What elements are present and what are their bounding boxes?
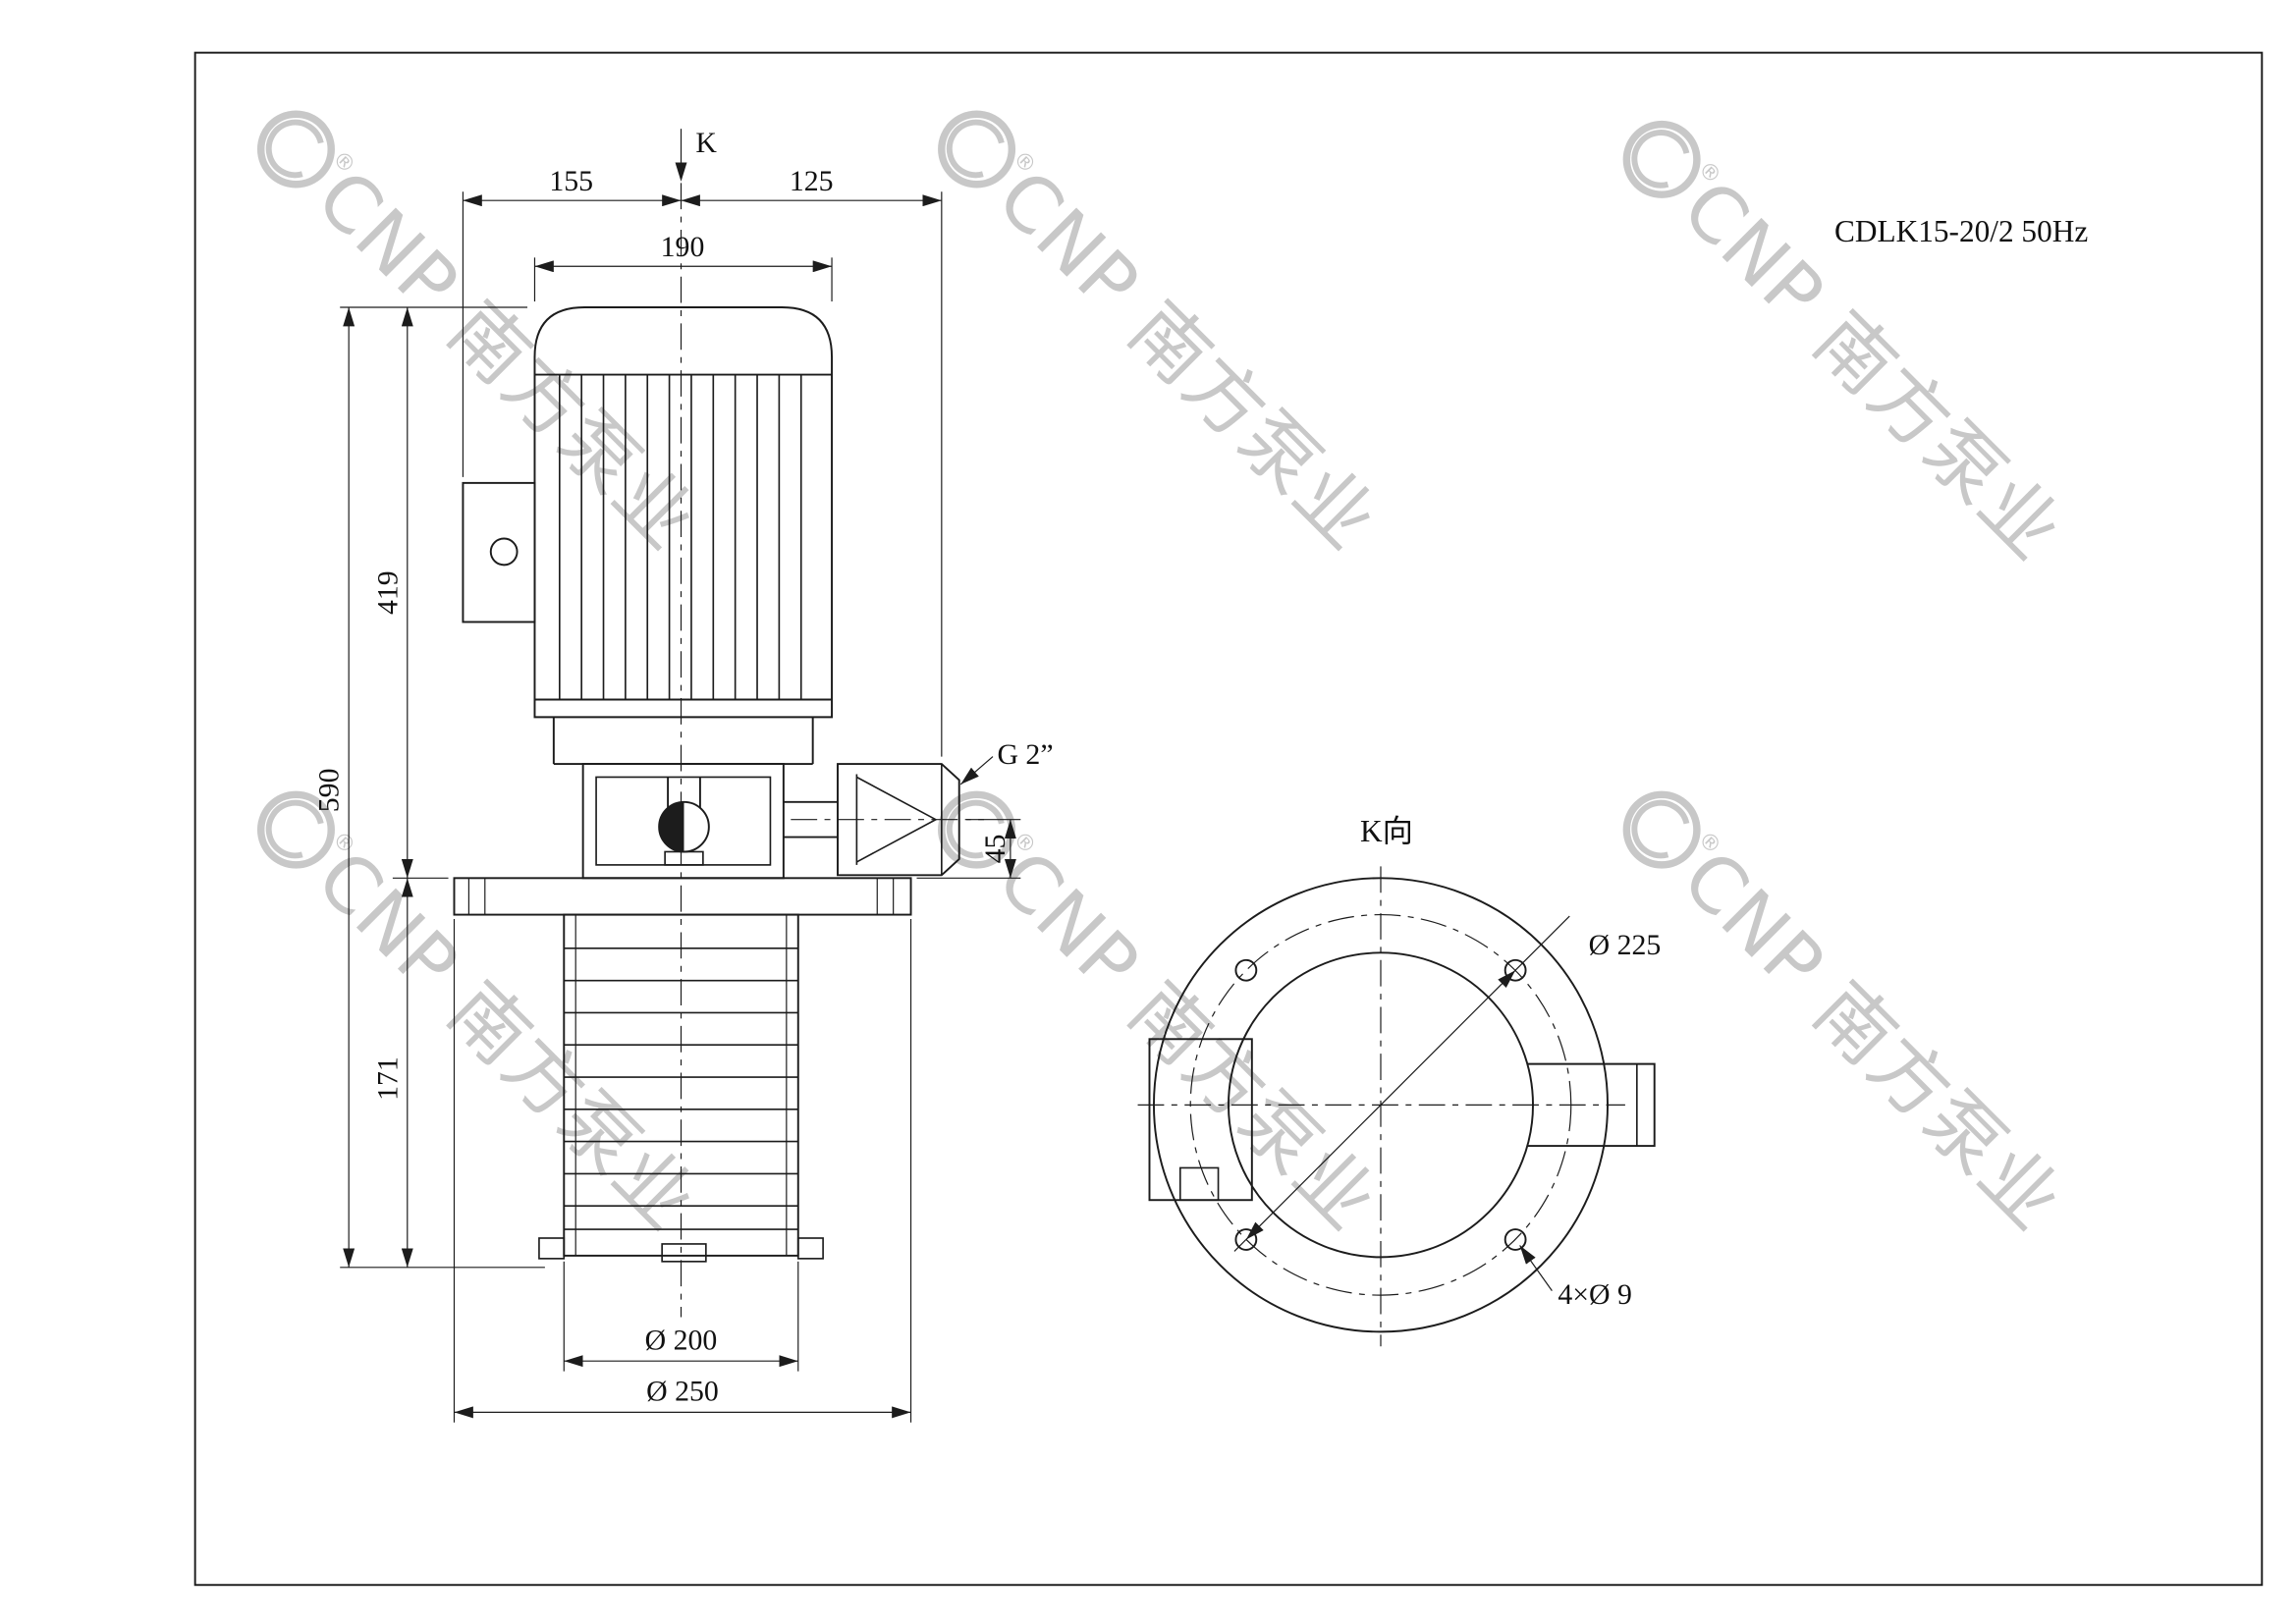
- watermark-brand: CNP 南方泵业: [1666, 835, 2079, 1248]
- dim-590-label: 590: [313, 769, 346, 813]
- watermark: ® CNP 南方泵业: [256, 110, 713, 568]
- watermark-brand: CNP 南方泵业: [300, 154, 713, 568]
- dim-171-label: 171: [371, 1056, 404, 1101]
- cable-entry-hole: [489, 537, 519, 567]
- suction-plug: [661, 1243, 707, 1263]
- watermark-brand: CNP 南方泵业: [980, 835, 1394, 1248]
- cnp-logo-swirl: [265, 119, 324, 179]
- discharge-port-plan: [1527, 1062, 1656, 1148]
- barrel-lugs: [538, 1237, 824, 1263]
- drawing-title: CDLK15-20/2 50Hz: [1834, 214, 2088, 248]
- stage-lines: [564, 947, 798, 1230]
- motor-fins: [558, 374, 802, 700]
- cnp-logo-icon: [256, 110, 335, 189]
- cable-gland: [1178, 1166, 1220, 1202]
- holes-label: 4×Ø 9: [1558, 1278, 1632, 1311]
- k-direction-arrow: K: [675, 127, 717, 182]
- dim-45-label: 45: [979, 835, 1011, 864]
- coupling: [658, 777, 710, 866]
- arrow-down-icon: [675, 162, 687, 182]
- bolt-hole: [1234, 958, 1258, 982]
- discharge-port: [783, 763, 960, 877]
- extension-lines: [340, 191, 1021, 1423]
- motor-body: [533, 306, 834, 719]
- k-arrow-label: K: [695, 127, 717, 159]
- cnp-logo-icon: [256, 790, 335, 869]
- bolt-circle: [1189, 913, 1572, 1296]
- dim-190-label: 190: [661, 231, 705, 263]
- dim-200-label: Ø 200: [645, 1324, 718, 1356]
- cnp-logo-icon: [938, 790, 1016, 869]
- cnp-logo-swirl: [265, 799, 324, 859]
- base-plate: [453, 877, 912, 916]
- port-leader-line: [959, 756, 994, 785]
- center-lines: [680, 183, 985, 1318]
- dim-125-label: 125: [790, 165, 834, 197]
- terminal-box: [462, 481, 536, 623]
- top-view: K向 Ø 225 4×Ø 9: [1137, 814, 1662, 1347]
- watermark-brand: CNP 南方泵业: [300, 835, 713, 1248]
- top-view-dimensions: [1233, 915, 1570, 1291]
- barrel-circle: [1228, 951, 1534, 1259]
- pump-head: [581, 763, 785, 880]
- dim-155-label: 155: [549, 165, 593, 197]
- watermark: ® CNP 南方泵业: [1622, 120, 2079, 577]
- cnp-logo-swirl: [946, 799, 1005, 859]
- cnp-logo-swirl: [1631, 130, 1690, 189]
- side-view: K: [313, 127, 1054, 1423]
- cnp-logo-icon: [1622, 120, 1701, 198]
- cnp-logo-icon: [938, 110, 1016, 189]
- dim-225-label: Ø 225: [1589, 929, 1662, 961]
- watermark: ® CNP 南方泵业: [256, 790, 713, 1248]
- pump-barrel: [538, 913, 824, 1263]
- bolt-hole: [1503, 1228, 1527, 1251]
- holes-leader-line: [1519, 1245, 1553, 1291]
- dim-line-225: [1245, 969, 1516, 1240]
- watermark: ® CNP 南方泵业: [938, 110, 1394, 568]
- flange-outer-circle: [1152, 877, 1609, 1333]
- cnp-logo-swirl: [946, 119, 1005, 179]
- drawing-frame: [193, 51, 2264, 1587]
- cnp-logo-icon: [1622, 790, 1701, 869]
- motor-flange: [552, 717, 814, 766]
- watermark-brand: CNP 南方泵业: [980, 154, 1394, 568]
- dim-250-label: Ø 250: [646, 1375, 719, 1407]
- watermark: ® CNP 南方泵业: [1622, 790, 2079, 1248]
- dimension-lines: [343, 194, 1016, 1419]
- top-view-title: K向: [1360, 814, 1413, 848]
- dim-419-label: 419: [371, 570, 404, 615]
- watermarks: ® CNP 南方泵业 ® CNP 南方泵业 ® CNP 南方泵业 ® CNP 南…: [256, 110, 2079, 1248]
- port-thread-label: G 2”: [997, 738, 1053, 771]
- cnp-logo-swirl: [1631, 799, 1690, 859]
